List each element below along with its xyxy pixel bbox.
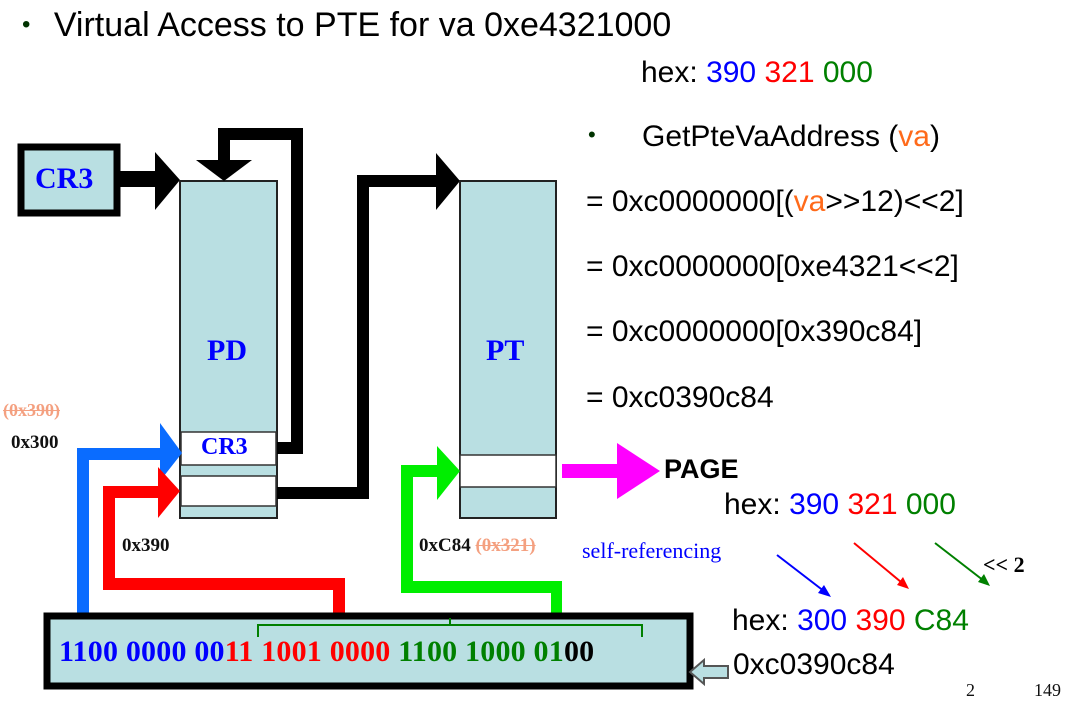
pt-index-shift-arrow bbox=[853, 542, 909, 589]
binary-address: 1100 0000 0011 1001 0000 1100 1000 0100 bbox=[59, 635, 594, 669]
formula-open-paren: ( bbox=[879, 120, 899, 153]
pte-to-page-arrow bbox=[562, 443, 660, 499]
hex-prefix: hex: bbox=[641, 56, 698, 89]
title-bullet: • bbox=[22, 11, 31, 38]
pd-entry-390 bbox=[180, 475, 277, 507]
shift-bracket bbox=[257, 618, 643, 637]
formula-arg: va bbox=[898, 120, 930, 153]
formula-line-2: = 0xc0000000[0xe4321<<2] bbox=[586, 250, 959, 283]
cr3-register-label: CR3 bbox=[35, 162, 94, 195]
hex-pd-index: 390 bbox=[706, 56, 757, 89]
pte-new-offset: 0xC84 bbox=[419, 535, 471, 556]
blue-index-arrow bbox=[77, 423, 182, 614]
hex-bottom-pt: 390 bbox=[855, 604, 906, 637]
pd-self-ref-entry bbox=[180, 431, 277, 466]
binary-pd-bits: 1100 0000 00 bbox=[59, 635, 225, 668]
pd-new-index-label: 0x300 bbox=[11, 432, 59, 453]
hex-offset: 000 bbox=[822, 56, 873, 89]
pd-entry-cr3-label: CR3 bbox=[201, 434, 248, 460]
formula-bullet: • bbox=[588, 122, 596, 147]
pd-to-pt-arrow bbox=[277, 153, 460, 499]
hex-bottom-prefix: hex: bbox=[732, 604, 789, 637]
binary-offset-bits: 1100 1000 01 bbox=[398, 635, 564, 668]
formula-line-3: = 0xc0000000[0x390c84] bbox=[586, 315, 923, 348]
hex-bottom-offset: C84 bbox=[913, 604, 969, 637]
pte-old-offset: (0x321) bbox=[475, 535, 536, 556]
red-index-arrow bbox=[103, 467, 345, 614]
binary-pt-bits: 11 1001 0000 bbox=[224, 635, 399, 668]
hex-bottom-pd: 300 bbox=[797, 604, 848, 637]
result-pointer-arrow bbox=[688, 657, 729, 687]
footer-left-number: 2 bbox=[966, 680, 975, 700]
hex-result-breakdown: hex: 300 390 C84 bbox=[732, 604, 969, 638]
self-referencing-arrow bbox=[776, 554, 831, 597]
formula-function-name: GetPteVaAddress bbox=[642, 120, 880, 153]
page-number: 149 bbox=[1034, 680, 1061, 700]
self-reference-loop-arrow bbox=[196, 128, 303, 454]
green-index-arrow bbox=[401, 446, 562, 614]
formula-line-1-suffix: >>12)<<2] bbox=[825, 185, 964, 218]
pt-label: PT bbox=[486, 334, 525, 367]
hex-mid-pt: 321 bbox=[847, 488, 898, 521]
hex-original-breakdown: hex: 390 321 000 bbox=[724, 488, 956, 522]
formula-header: • GetPteVaAddress (va) bbox=[588, 120, 940, 154]
binary-address-bar bbox=[43, 612, 694, 690]
self-referencing-label: self-referencing bbox=[582, 538, 722, 563]
cr3-register-box bbox=[17, 143, 121, 217]
shift-label: << 2 bbox=[983, 552, 1025, 577]
pt-index-label: 0x390 bbox=[122, 535, 170, 556]
hex-mid-offset: 000 bbox=[905, 488, 956, 521]
page-label: PAGE bbox=[664, 454, 739, 484]
offset-shift-arrow bbox=[934, 542, 990, 586]
hex-mid-prefix: hex: bbox=[724, 488, 781, 521]
pte-offset-label: 0xC84 (0x321) bbox=[419, 535, 536, 557]
slide-title: • Virtual Access to PTE for va 0xe432100… bbox=[22, 6, 671, 45]
cr3-to-pd-arrow bbox=[117, 152, 180, 210]
formula-line-1-prefix: = 0xc0000000[( bbox=[586, 185, 794, 218]
hex-va-breakdown: hex: 390 321 000 bbox=[641, 56, 873, 90]
hex-pt-index: 321 bbox=[764, 56, 815, 89]
formula-line-1-va: va bbox=[793, 185, 826, 218]
formula-line-1: = 0xc0000000[(va>>12)<<2] bbox=[586, 185, 964, 219]
binary-low-bits: 00 bbox=[563, 635, 595, 668]
pt-entry-c84 bbox=[459, 454, 557, 488]
title-text: Virtual Access to PTE for va 0xe4321000 bbox=[53, 6, 672, 44]
hex-mid-pd: 390 bbox=[789, 488, 840, 521]
pd-old-index-label: (0x390) bbox=[3, 400, 60, 420]
pd-label: PD bbox=[207, 334, 247, 367]
formula-line-4: = 0xc0390c84 bbox=[586, 381, 774, 414]
formula-close-paren: ) bbox=[929, 120, 940, 153]
result-address: 0xc0390c84 bbox=[733, 648, 895, 681]
